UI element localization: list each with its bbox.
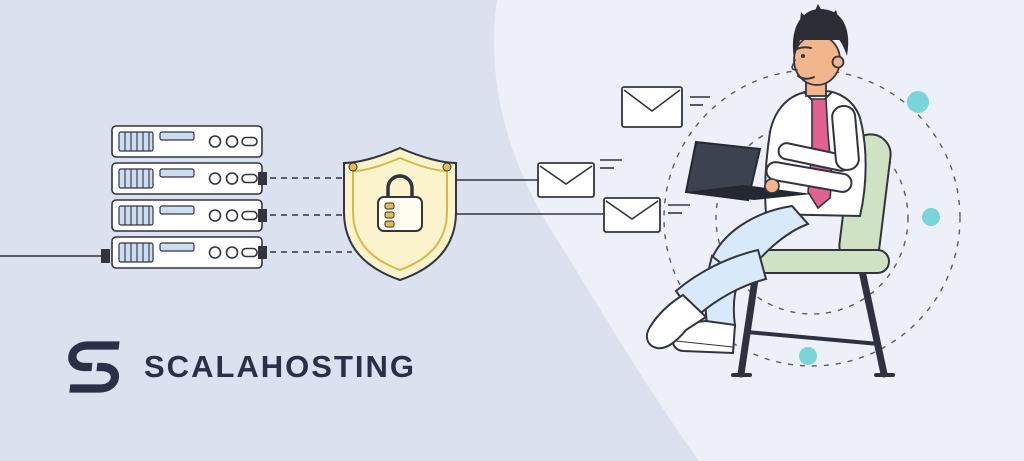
scalahosting-logo-icon — [68, 341, 120, 393]
envelope-icon — [621, 86, 683, 128]
shield-lock-icon — [343, 146, 457, 282]
teal-dot — [922, 208, 940, 226]
envelope-icon — [537, 162, 595, 198]
server-icon — [111, 199, 263, 232]
logo-text: SCALAHOSTING — [144, 349, 416, 384]
connector-lines — [0, 177, 604, 257]
sneaker-icon — [645, 293, 708, 350]
person-with-laptop — [645, 4, 867, 355]
teal-dot — [799, 347, 817, 365]
padlock-icon — [377, 174, 423, 232]
teal-dot — [907, 91, 929, 113]
envelope-icon — [603, 197, 661, 233]
server-icon — [111, 162, 263, 195]
brand-lockup: SCALAHOSTING — [62, 338, 416, 396]
server-stack-icon — [101, 125, 267, 269]
server-icon — [111, 236, 263, 269]
laptop-icon — [684, 140, 812, 202]
server-icon — [111, 125, 263, 158]
